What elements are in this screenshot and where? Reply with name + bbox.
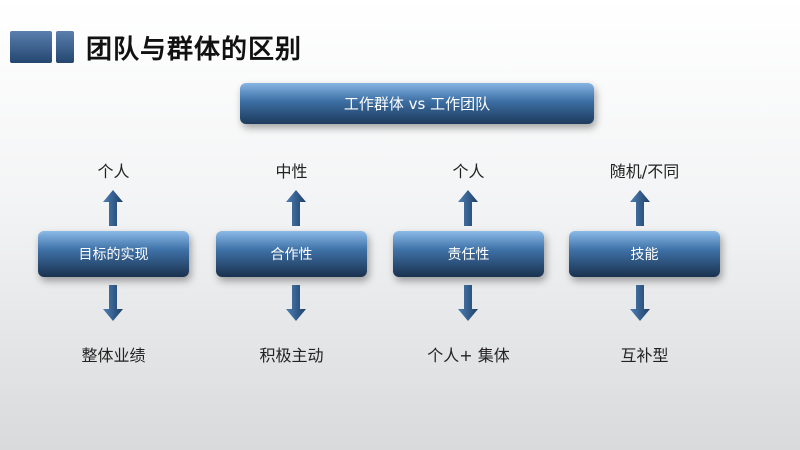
down-arrow-icon: [103, 285, 123, 321]
column-3-top-text: 个人: [452, 162, 485, 181]
column-4-box: 技能: [569, 231, 720, 277]
down-arrow-icon: [458, 285, 478, 321]
comparison-header-label: 工作群体 vs 工作团队: [343, 95, 491, 113]
column-2-label: 合作性: [270, 247, 313, 263]
column-2-box: 合作性: [216, 231, 367, 277]
up-arrow-icon: [630, 190, 650, 226]
title-accent-block-small: [56, 31, 74, 63]
title-accent-block: [10, 31, 52, 63]
column-1-box: 目标的实现: [38, 231, 189, 277]
column-1-top-text: 个人: [97, 162, 130, 181]
down-arrow-icon: [286, 285, 306, 321]
column-3-label: 责任性: [447, 247, 490, 263]
column-3-bottom-text: 个人+ 集体: [427, 346, 510, 365]
comparison-header-box: 工作群体 vs 工作团队: [240, 83, 594, 124]
up-arrow-icon: [458, 190, 478, 226]
column-3-box: 责任性: [393, 231, 544, 277]
column-2-bottom-text: 积极主动: [259, 346, 324, 365]
down-arrow-icon: [630, 285, 650, 321]
column-4-top-text: 随机/不同: [609, 162, 680, 181]
page-title: 团队与群体的区别: [86, 34, 303, 65]
column-4-label: 技能: [630, 247, 659, 263]
column-1-bottom-text: 整体业绩: [81, 346, 146, 365]
up-arrow-icon: [103, 190, 123, 226]
column-4-bottom-text: 互补型: [620, 346, 669, 365]
column-1-label: 目标的实现: [78, 247, 149, 263]
column-2-top-text: 中性: [275, 162, 308, 181]
title-bar: 团队与群体的区别: [10, 30, 303, 65]
up-arrow-icon: [286, 190, 306, 226]
